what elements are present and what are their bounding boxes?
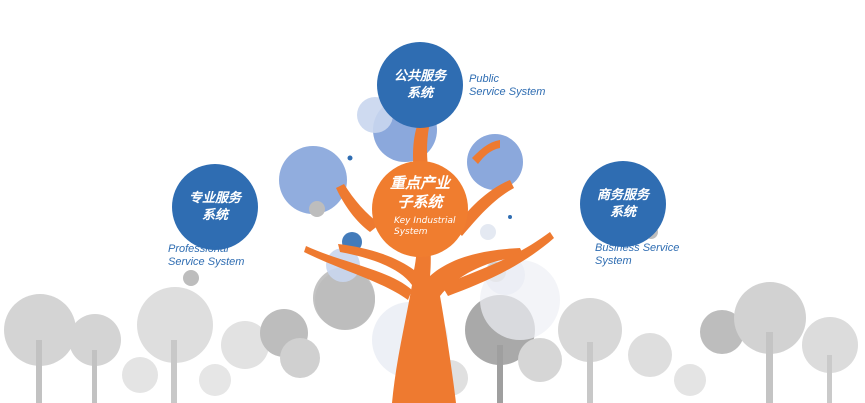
forest-tree-crown: [700, 310, 744, 354]
node-key-industrial-caption: Key Industrial System: [394, 216, 456, 237]
bubble: [508, 215, 512, 219]
node-public-service[interactable]: 公共服务 系统: [377, 42, 463, 128]
bubble: [309, 201, 325, 217]
node-key-industrial-label: 重点产业 子系统: [389, 174, 450, 211]
node-business-service-label: 商务服务 系统: [596, 188, 649, 220]
node-professional-service-label: 专业服务 系统: [188, 191, 241, 223]
bubble: [279, 146, 347, 214]
tree-branch: [304, 246, 412, 300]
tree-branch: [442, 232, 554, 296]
tree-branch: [472, 140, 500, 164]
business-service-caption: Business Service System: [595, 242, 680, 267]
forest-tree-crown: [199, 364, 231, 396]
forest-tree-crown: [558, 298, 622, 362]
core-tree: [304, 118, 554, 403]
node-key-industrial[interactable]: 重点产业 子系统 Key Industrial System: [372, 161, 468, 257]
tree-branch: [454, 180, 514, 236]
forest-tree-crown: [802, 317, 858, 373]
public-service-caption: Public Service System: [469, 73, 546, 98]
forest-tree-crown: [221, 321, 269, 369]
forest-tree-crown: [137, 287, 213, 363]
forest-tree-crown: [280, 338, 320, 378]
bubble: [347, 155, 353, 161]
professional-service-caption: Professional Service System: [168, 243, 245, 268]
bubble: [480, 224, 496, 240]
tree-trunk: [338, 212, 524, 403]
forest-tree-crown: [628, 333, 672, 377]
bubble: [480, 260, 560, 340]
tree-branch: [336, 184, 380, 232]
forest-tree-crown: [122, 357, 158, 393]
bubble: [183, 270, 199, 286]
forest-tree-crown: [518, 338, 562, 382]
bubble: [467, 134, 523, 190]
forest-tree-crown: [69, 314, 121, 366]
forest-tree-crown: [734, 282, 806, 354]
node-business-service[interactable]: 商务服务 系统: [580, 161, 666, 247]
forest-tree-crown: [4, 294, 76, 366]
node-public-service-label: 公共服务 系统: [393, 69, 446, 101]
forest-tree-crown: [674, 364, 706, 396]
bubble: [313, 267, 375, 329]
node-professional-service[interactable]: 专业服务 系统: [172, 164, 258, 250]
